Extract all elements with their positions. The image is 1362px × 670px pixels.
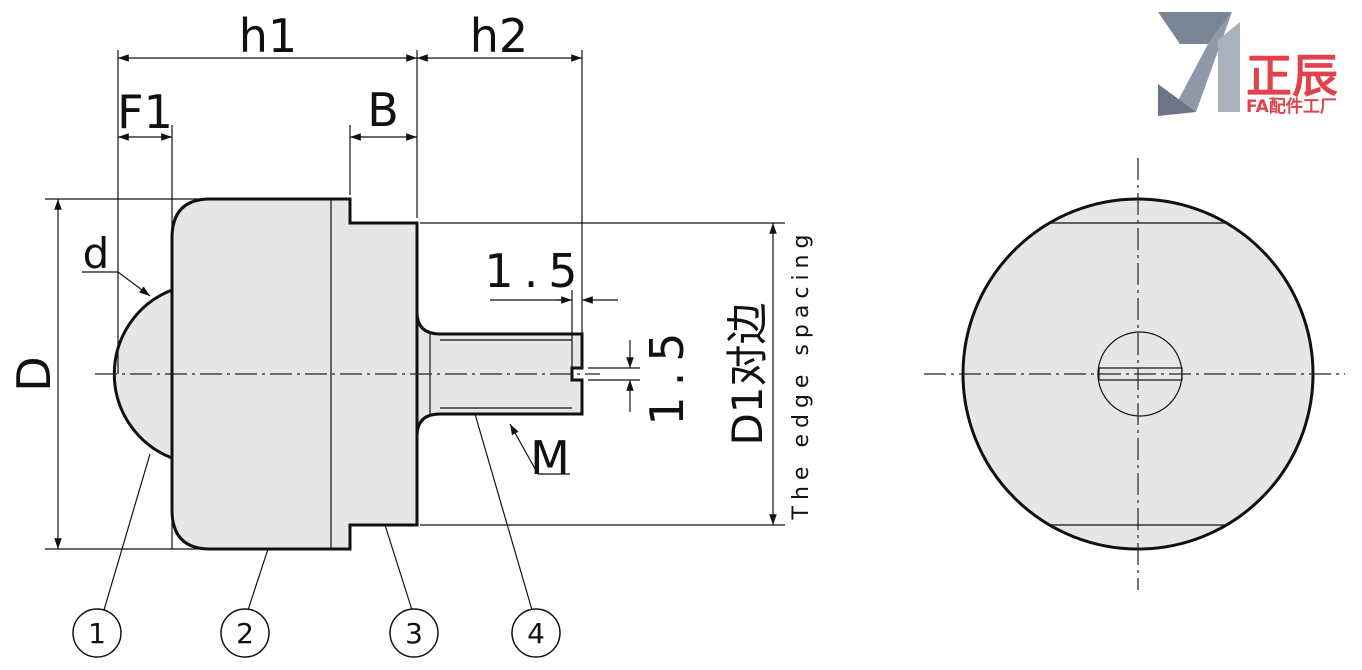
side-view: h1 h2 F1 B d M 1.5 D 1.5 D1对边 The edge s…	[7, 9, 814, 658]
label-f1: F1	[117, 85, 173, 139]
logo-mark-foot	[1158, 84, 1196, 116]
leader-1	[103, 453, 151, 611]
logo-mark-top	[1158, 12, 1232, 44]
logo-mark-bar	[1218, 22, 1240, 112]
label-h1: h1	[239, 9, 297, 63]
label-d-large: D	[7, 356, 61, 391]
callout-4: 4	[511, 608, 561, 658]
end-view	[924, 158, 1345, 590]
svg-text:1: 1	[88, 617, 106, 650]
leader-d	[82, 271, 151, 297]
svg-text:2: 2	[236, 617, 254, 650]
svg-text:3: 3	[405, 617, 423, 650]
leader-m	[509, 423, 570, 475]
brand-logo: 正辰 FA配件工厂	[1158, 12, 1338, 117]
svg-text:4: 4	[527, 617, 545, 650]
logo-mark-diagonal	[1172, 12, 1232, 112]
label-m: M	[530, 431, 570, 485]
label-thread-length: 1.5	[484, 244, 587, 298]
label-d-small: d	[83, 229, 110, 278]
leader-4	[474, 413, 533, 611]
callout-3: 3	[389, 608, 439, 658]
leader-3	[384, 524, 413, 611]
label-b: B	[367, 83, 399, 137]
label-edge-spacing: The edge spacing	[789, 229, 814, 521]
callout-1: 1	[72, 608, 122, 658]
leader-2	[247, 548, 269, 611]
logo-subtitle: FA配件工厂	[1246, 96, 1337, 117]
label-d1: D1对边	[723, 302, 772, 445]
logo-name: 正辰	[1246, 49, 1338, 103]
body-part	[170, 197, 419, 551]
callout-2: 2	[220, 608, 270, 658]
label-h2: h2	[470, 9, 528, 63]
label-slot-width: 1.5	[640, 322, 694, 425]
